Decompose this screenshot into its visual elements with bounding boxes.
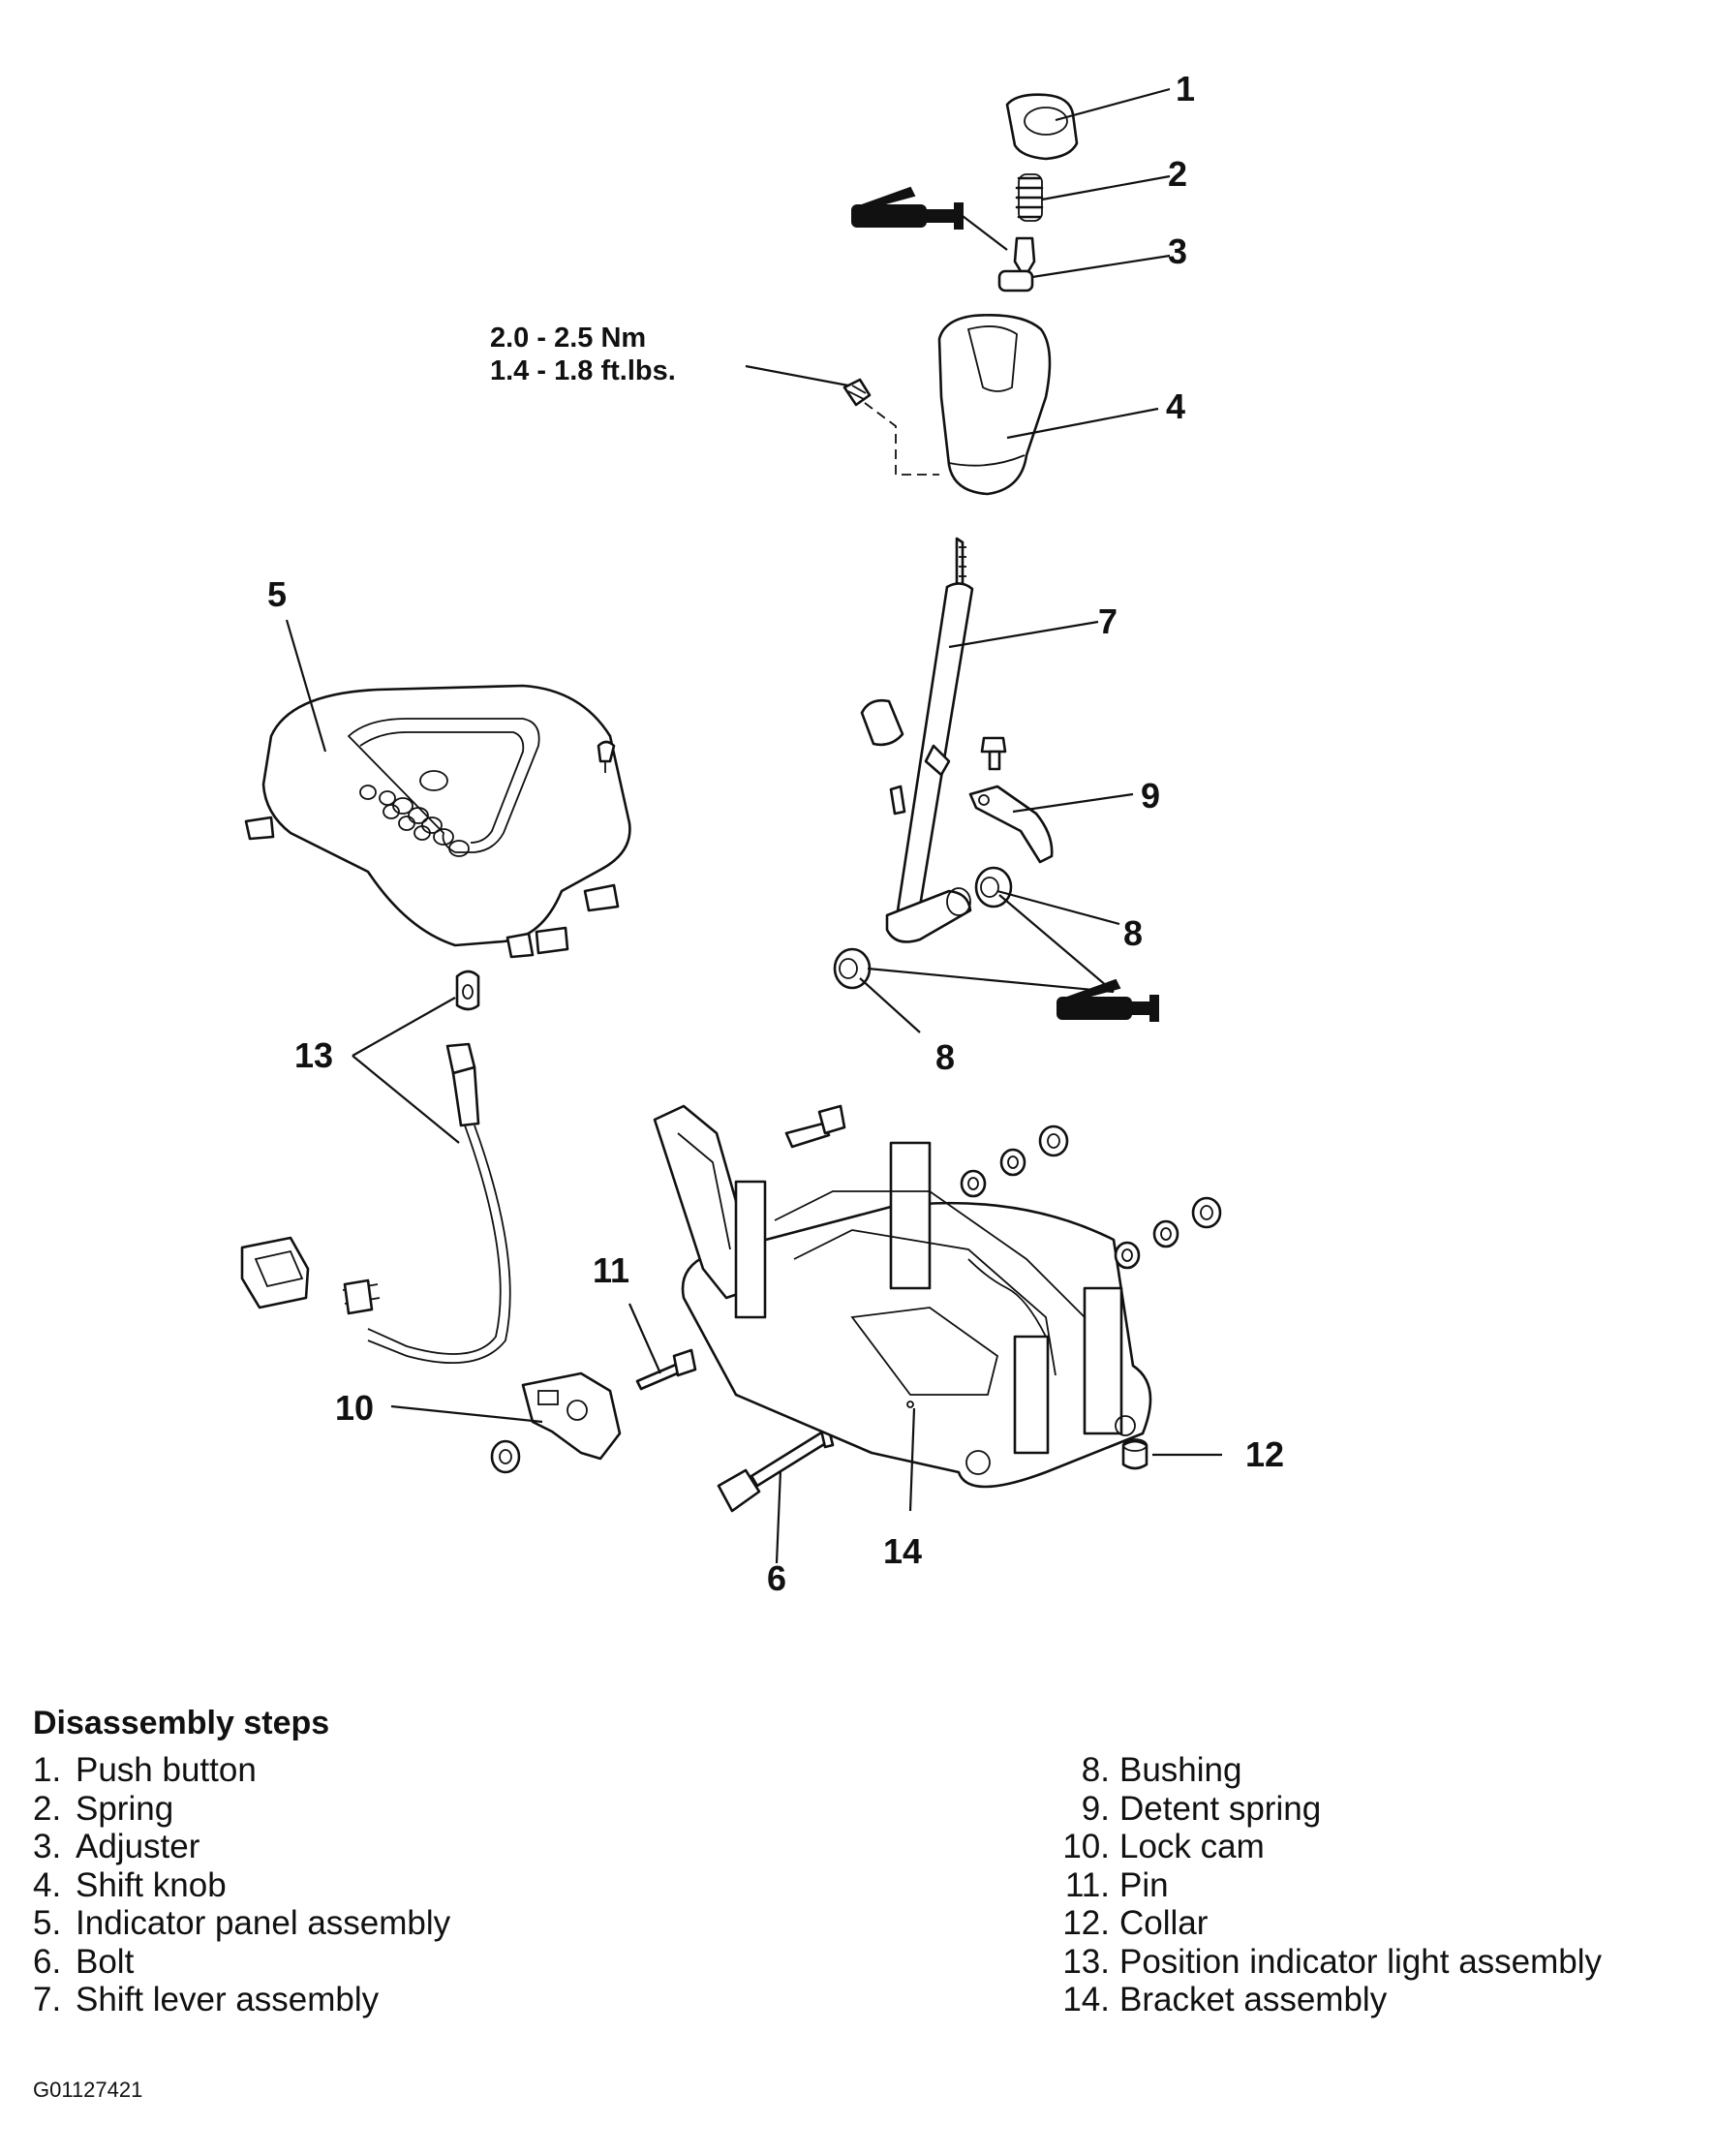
lock-cam-part [521,1371,622,1461]
push-button-part [1005,93,1079,161]
connector-part [240,1236,381,1315]
bolt-part [717,1420,835,1513]
grease-gun-icon [851,186,964,230]
callout-2: 2 [1168,154,1187,194]
step-item: 7.Shift lever assembly [33,1981,380,2018]
bracket-assembly-part [653,1104,1152,1489]
step-item: 12.Collar [1062,1904,1209,1942]
adjuster-part [997,236,1036,293]
step-item: 11.Pin [1064,1865,1169,1904]
callout-10: 10 [335,1388,374,1428]
steps-title: Disassembly steps [33,1705,330,1741]
callout-11: 11 [593,1250,629,1290]
step-item: 10.Lock cam [1062,1828,1265,1865]
callout-7: 7 [1098,601,1118,641]
torque-spec-ftlbs: 1.4 - 1.8 ft.lbs. [490,355,676,386]
callout-13: 13 [294,1035,333,1075]
shift-lever-assembly-part [860,537,974,943]
callout-3: 3 [1168,231,1187,271]
exploded-parts-diagram: 2.0 - 2.5 Nm 1.4 - 1.8 ft.lbs. 1 2 3 4 5… [240,69,1284,1598]
callout-1: 1 [1176,69,1195,108]
callout-14: 14 [883,1531,922,1571]
steps-column-left: 1.Push button 2.Spring 3.Adjuster 4.Shif… [33,1751,450,2019]
grease-gun-icon [1057,978,1159,1022]
detent-spring-part [968,785,1054,864]
step-item: 3.Adjuster [33,1828,200,1865]
step-item: 6.Bolt [33,1942,135,1981]
step-item: 8.Bushing [1081,1751,1242,1789]
step-item: 14.Bracket assembly [1062,1981,1388,2018]
step-item: 5.Indicator panel assembly [33,1904,451,1942]
callout-5: 5 [267,574,287,614]
steps-column-right: 8.Bushing 9.Detent spring 10.Lock cam 11… [1044,1751,1602,2019]
callout-4: 4 [1166,386,1185,426]
washer-part [490,1439,521,1474]
step-item: 13.Position indicator light assembly [1062,1942,1603,1981]
indicator-panel-part [244,684,631,959]
step-item: 4.Shift knob [33,1865,227,1904]
figure-code: G01127421 [33,2078,143,2102]
shift-knob-part [937,314,1052,496]
torque-spec-nm: 2.0 - 2.5 Nm [490,323,646,354]
disassembly-steps-section: Disassembly steps 1.Push button 2.Spring… [0,1705,1715,2073]
step-item: 1.Push button [33,1751,257,1789]
collar-part [1121,1438,1148,1470]
set-screw-part [842,378,872,407]
callout-6: 6 [767,1558,786,1598]
pin-part [635,1348,697,1391]
step-item: 9.Detent spring [1081,1789,1322,1828]
callout-8-upper: 8 [1123,913,1143,953]
small-bolt-part [980,736,1007,771]
spring-part [1015,173,1044,222]
callout-9: 9 [1141,776,1160,816]
bracket-bolt-part [784,1104,846,1149]
step-item: 2.Spring [33,1789,174,1828]
callout-12: 12 [1245,1434,1284,1474]
clip-part [597,740,616,773]
callout-8-lower: 8 [935,1037,955,1077]
nut-washer-part [960,1124,1222,1270]
position-indicator-light-part [367,970,511,1365]
